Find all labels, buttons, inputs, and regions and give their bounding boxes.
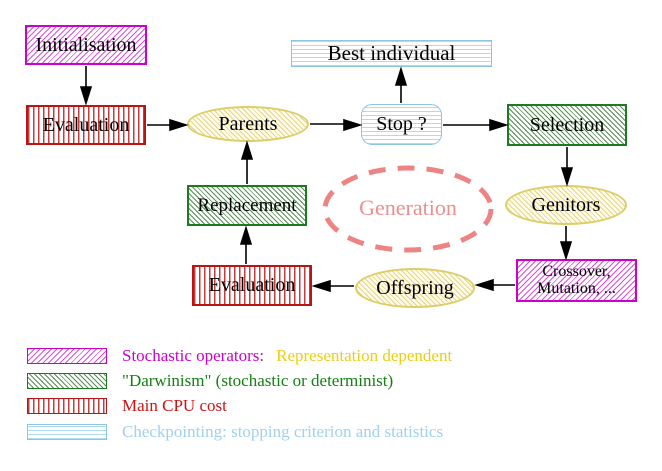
arrow-initialisation-to-evaluation: [79, 66, 93, 106]
node-stop-label: Stop ?: [376, 113, 427, 135]
arrow-crossover-to-offspring: [474, 278, 515, 292]
node-evaluation-top-label: Evaluation: [42, 113, 130, 136]
node-best-individual-label: Best individual: [327, 41, 456, 66]
node-evaluation-bottom-label: Evaluation: [208, 274, 296, 296]
node-best-individual: Best individual: [291, 40, 492, 67]
legend-label-stochastic: Stochastic operators:: [122, 346, 265, 365]
node-replacement: Replacement: [187, 185, 307, 226]
arrow-replacement-to-parents: [240, 140, 254, 184]
generation-label: Generation: [359, 195, 457, 220]
node-initialisation: Initialisation: [25, 25, 147, 65]
arrow-genitors-to-crossover: [559, 226, 573, 261]
node-genitors: Genitors: [505, 185, 627, 225]
arrow-offspring-to-evaluation: [311, 279, 354, 293]
node-crossover-line1: Crossover,: [542, 262, 611, 280]
node-parents-label: Parents: [218, 112, 278, 135]
legend-label-representation: Representation dependent: [276, 346, 453, 365]
legend-label-cpu: Main CPU cost: [122, 396, 227, 415]
node-selection-label: Selection: [529, 113, 605, 136]
node-replacement-label: Replacement: [197, 194, 297, 216]
legend-label-checkpointing: Checkpointing: stopping criterion and st…: [122, 422, 444, 441]
legend-swatch-checkpointing: [27, 424, 107, 440]
legend-row-cpu: Main CPU cost: [27, 396, 227, 415]
legend-row-checkpointing: Checkpointing: stopping criterion and st…: [27, 422, 444, 441]
arrow-stop-to-selection: [443, 118, 509, 132]
legend-label-darwinism: "Darwinism" (stochastic or determinist): [122, 371, 394, 390]
legend-swatch-stochastic: [27, 348, 107, 364]
legend-row-darwinism: "Darwinism" (stochastic or determinist): [27, 371, 394, 390]
arrow-parents-to-stop: [310, 118, 363, 132]
node-evaluation-bottom: Evaluation: [192, 265, 312, 306]
node-offspring-label: Offspring: [376, 276, 454, 299]
arrow-stop-to-best-individual: [394, 66, 408, 103]
node-offspring: Offspring: [355, 268, 475, 308]
node-selection: Selection: [507, 104, 627, 146]
arrow-evaluation-to-replacement: [239, 225, 253, 264]
node-crossover-mutation: Crossover, Mutation, ...: [516, 259, 637, 302]
node-initialisation-label: Initialisation: [35, 33, 137, 56]
node-stop: Stop ?: [361, 104, 442, 145]
arrow-evaluation-to-parents: [147, 118, 189, 132]
node-genitors-label: Genitors: [531, 193, 601, 216]
legend-swatch-cpu: [27, 398, 107, 414]
legend-row-stochastic: Stochastic operators: Representation dep…: [27, 346, 453, 365]
node-crossover-line2: Mutation, ...: [537, 279, 616, 297]
legend-swatch-darwinism: [27, 373, 107, 389]
node-evaluation-top: Evaluation: [26, 105, 146, 145]
node-parents: Parents: [187, 106, 309, 142]
arrow-selection-to-genitors: [560, 147, 574, 187]
